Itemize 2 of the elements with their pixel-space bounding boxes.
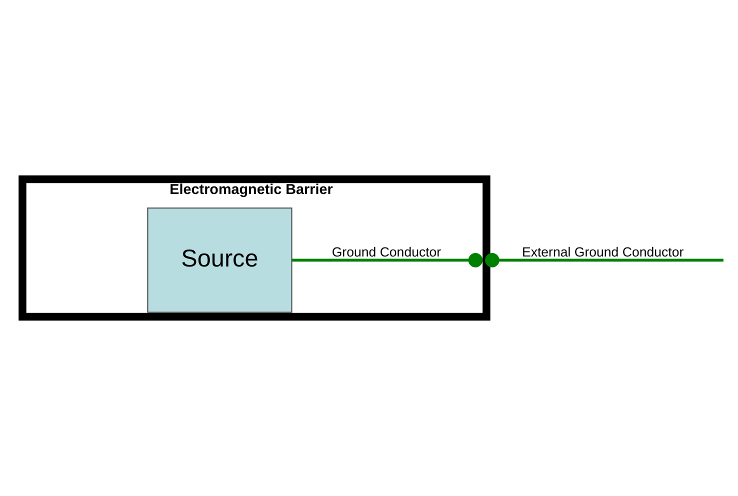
edge-label: Ground Conductor (332, 244, 442, 260)
edge-label: External Ground Conductor (522, 244, 684, 260)
